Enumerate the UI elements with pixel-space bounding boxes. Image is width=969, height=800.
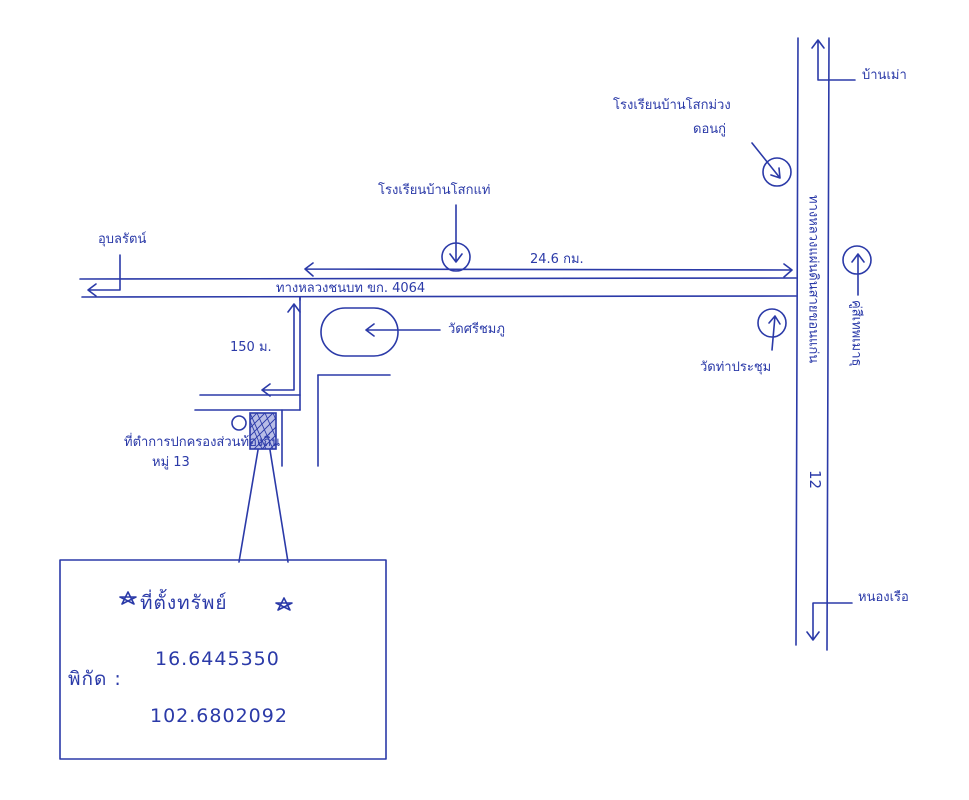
local-road-label: ทางหลวงชนบท ขก. 4064 <box>276 281 426 296</box>
coord-lon: 102.6802092 <box>150 705 288 727</box>
distance-line-long <box>304 262 793 278</box>
west-arrow-icon <box>87 254 121 297</box>
wat-nong-arrow-icon <box>768 315 781 351</box>
main-road-top <box>79 277 797 280</box>
property-pin-circle <box>231 415 247 431</box>
star-icon-right <box>275 597 293 611</box>
school2-circle <box>762 157 792 187</box>
callout-line-right <box>269 449 289 563</box>
wat-sri-oval <box>320 307 399 357</box>
school2-arrow-icon <box>751 142 781 179</box>
place-wat-sri: วัดศรีชมภู <box>448 322 505 337</box>
highway-line-right <box>826 37 830 651</box>
distance-long-label: 24.6 กม. <box>530 252 584 267</box>
place-school2-line2: ดอนกู่ <box>693 122 727 137</box>
highway-number: 12 <box>806 470 824 490</box>
distance-line-short <box>261 303 301 397</box>
place-ku-sua: คู่สีเทพเมาธุ <box>848 300 864 367</box>
place-nong-ruea: หนองเรือ <box>858 590 909 605</box>
north-arrow-icon <box>811 39 856 81</box>
property-moo-label: หมู่ 13 <box>152 455 190 470</box>
south-arrow-icon <box>806 602 853 641</box>
coord-lat: 16.6445350 <box>155 648 280 670</box>
callout-line-left <box>238 449 259 563</box>
place-baan-pao: บ้านเม่า <box>862 68 907 83</box>
distance-short-label: 150 ม. <box>230 340 272 355</box>
wat-nong-circle <box>757 308 787 338</box>
highway-line-left <box>795 37 799 646</box>
info-title: ที่ตั้งทรัพย์ <box>140 592 228 614</box>
ku-sua-arrow-icon <box>851 253 865 296</box>
info-box <box>59 559 387 760</box>
star-icon-left <box>119 591 137 605</box>
place-school1: โรงเรียนบ้านโสกแท่ <box>378 183 491 198</box>
wat-sri-arrow-icon <box>365 323 441 337</box>
highway-road-label: ทางหลวงแผ่นดินสายขอนแก่น <box>805 195 821 364</box>
coord-label: พิกัด : <box>68 668 122 690</box>
property-marker <box>249 412 277 450</box>
school1-arrow-icon <box>449 204 463 263</box>
place-school2-line1: โรงเรียนบ้านโสกม่วง <box>613 98 731 113</box>
place-wat-nong: วัดท่าประชุม <box>700 360 772 375</box>
property-label: ที่ตำการปกครองส่วนท้องถิ่น <box>124 435 281 450</box>
ku-sua-circle <box>842 245 872 275</box>
main-road-bottom <box>81 295 797 298</box>
place-udon: อุบลรัตน์ <box>98 232 147 247</box>
